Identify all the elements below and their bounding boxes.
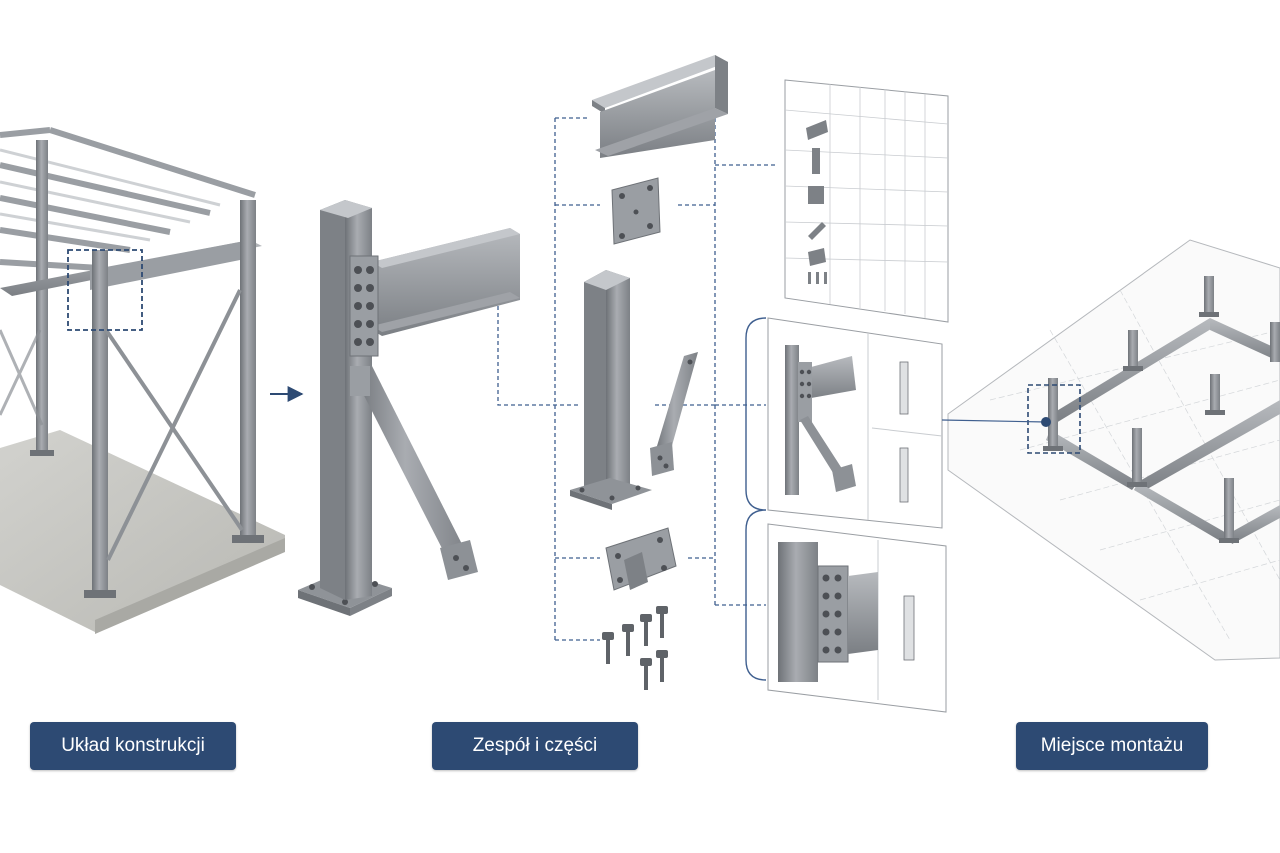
front-column-left: [92, 250, 108, 595]
roof-beams: [0, 127, 256, 271]
diagonal-brace: [352, 366, 470, 568]
structure-layout-view: [0, 127, 285, 634]
base-plate-icon: [611, 177, 661, 245]
site-location-highlight: [1027, 384, 1081, 454]
site-plan-view: [941, 239, 1280, 661]
parts-list-sheet: [784, 79, 949, 323]
site-frame-beams: [1046, 318, 1280, 544]
concrete-slab: [0, 430, 285, 632]
angle-clip-part: [605, 527, 677, 591]
x-bracing: [104, 289, 244, 561]
detail-sheet-2: [767, 523, 947, 713]
main-column: [320, 200, 345, 600]
layout-label: Układ konstrukcji: [30, 722, 236, 770]
link-lines: [497, 117, 778, 641]
assembly-label: Zespół i części: [432, 722, 638, 770]
site-label: Miejsce montażu: [1016, 722, 1208, 770]
i-beam-icon: [592, 55, 728, 158]
site-columns: [1048, 276, 1280, 540]
detail-sheet-1: [767, 317, 943, 529]
bolt-icon: [602, 606, 668, 690]
exploded-parts: [570, 55, 728, 690]
brace-part: [650, 352, 698, 476]
front-column-right: [240, 200, 256, 540]
connection-highlight-box: [67, 249, 143, 331]
detail-bracket: [745, 317, 767, 681]
column-part: [570, 270, 652, 510]
site-drawing-sheet: [947, 239, 1280, 661]
site-location-pin: [1041, 417, 1051, 427]
connection-detail-view: [298, 200, 520, 616]
